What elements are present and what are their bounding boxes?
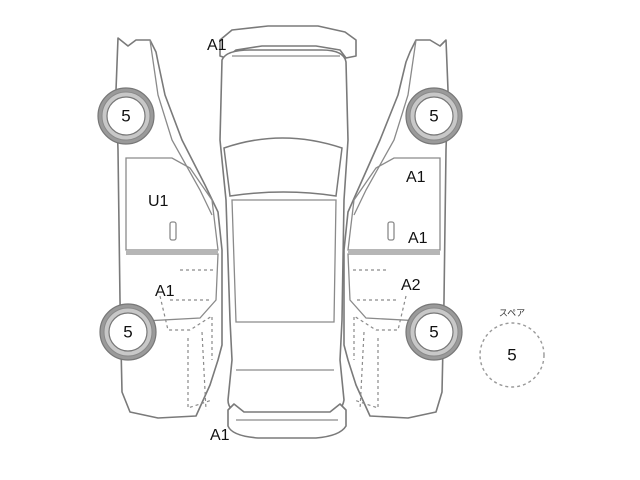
left-front-door-panel [125, 157, 219, 251]
right-front-door-panel [347, 157, 441, 251]
tire-right-rear-value: 5 [429, 323, 438, 342]
right-rear-door-panel [347, 253, 441, 323]
windshield [223, 137, 343, 197]
top-body [219, 49, 349, 415]
tire-left-rear-value: 5 [123, 323, 132, 342]
mark-right-rear-door: A1 [408, 230, 428, 247]
tire-right-rear: 5 [405, 303, 463, 361]
right-sill-dashed [352, 269, 396, 301]
left-underbody-dashed [159, 295, 213, 411]
spare-tire: スペア 5 [479, 309, 545, 388]
mark-front-bumper: A1 [207, 37, 227, 54]
right-door-handle [387, 221, 395, 241]
spare-value: 5 [507, 346, 516, 365]
left-door-handle [169, 221, 177, 241]
tire-right-front: 5 [405, 87, 463, 145]
mark-right-rear-quarter: A2 [401, 277, 421, 294]
tire-right-front-value: 5 [429, 107, 438, 126]
right-underbody-dashed [353, 295, 407, 411]
mark-left-rear-door: A1 [155, 283, 175, 300]
tire-left-front-value: 5 [121, 107, 130, 126]
mark-right-front-door: A1 [406, 169, 426, 186]
top-view [219, 25, 357, 439]
right-side-roofline [353, 39, 417, 216]
roof-panel [231, 199, 337, 323]
mark-left-front-door: U1 [148, 193, 169, 210]
tire-left-rear: 5 [99, 303, 157, 361]
rear-bumper [227, 403, 347, 439]
left-sill-dashed [170, 269, 214, 301]
left-side-roofline [149, 39, 213, 216]
mark-rear-bumper: A1 [210, 427, 230, 444]
spare-caption: スペア [499, 309, 525, 319]
tire-left-front: 5 [97, 87, 155, 145]
left-rear-door-panel [125, 253, 219, 323]
